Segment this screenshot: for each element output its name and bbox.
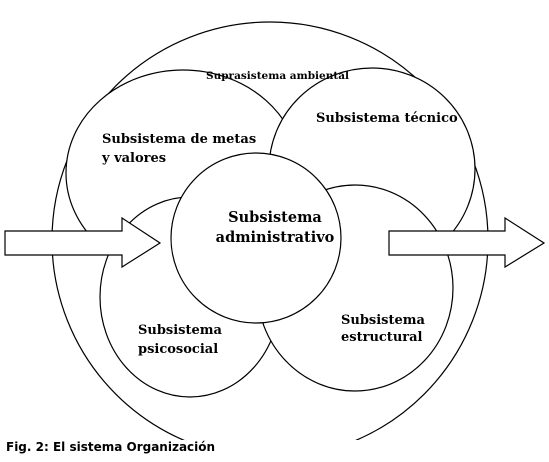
administrativo-label-line2: administrativo [216,229,335,246]
estructural-label-line2: estructural [341,330,423,345]
metas-label-line2: y valores [101,151,166,166]
tecnico-label: Subsistema técnico [316,111,458,126]
metas-label-line1: Subsistema de metas [102,132,256,147]
output-arrow [388,216,546,269]
administrativo-subsystem-circle [170,152,342,324]
psicosocial-label-line2: psicosocial [138,342,218,357]
administrativo-label-line1: Subsistema [228,209,322,226]
psicosocial-label-line1: Subsistema [138,323,223,338]
estructural-label-line1: Subsistema [341,313,426,328]
figure-caption: Fig. 2: El sistema Organización [6,440,216,454]
suprasistema-label: Suprasistema ambiental [206,70,349,82]
input-arrow [4,216,162,269]
organization-system-diagram: Suprasistema ambiental Subsistema de met… [4,21,546,440]
